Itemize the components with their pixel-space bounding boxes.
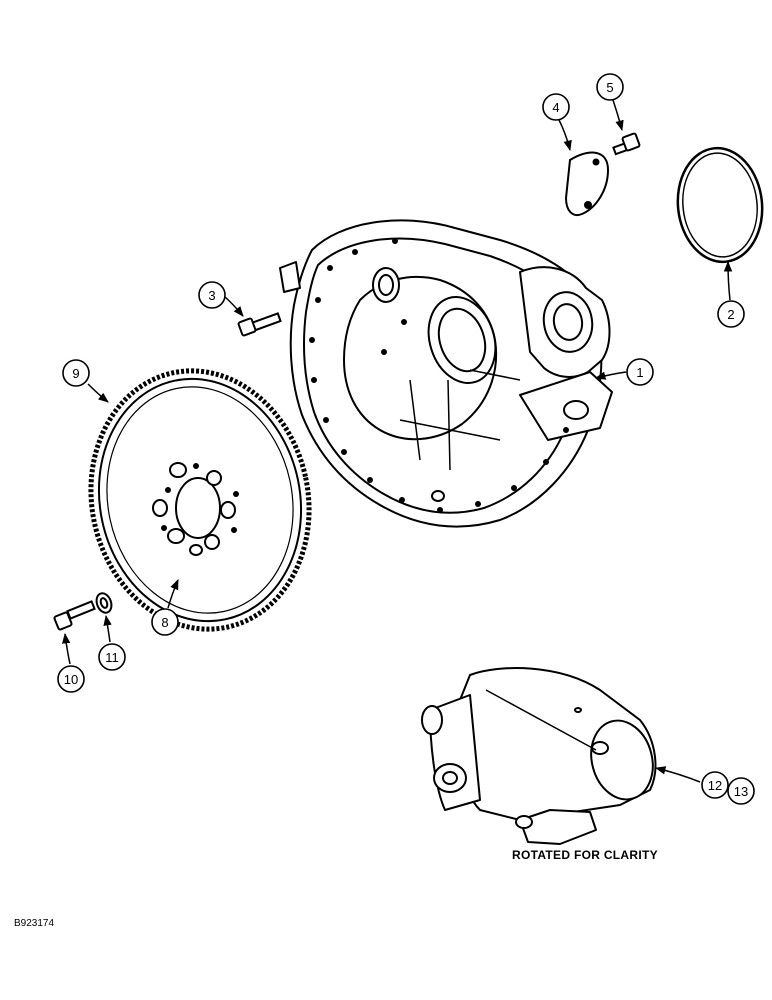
callout-8: 8 — [151, 608, 179, 636]
leader-8 — [167, 579, 179, 609]
callout-11-label: 11 — [105, 650, 119, 665]
leader-2 — [723, 260, 733, 301]
callout-3-label: 3 — [208, 288, 215, 303]
cover-bolt-drawing — [612, 132, 641, 156]
leader-10 — [62, 632, 71, 665]
cover-plate-drawing — [564, 151, 610, 216]
callout-2-label: 2 — [727, 307, 734, 322]
leader-3 — [223, 295, 244, 317]
callout-5: 5 — [596, 73, 624, 101]
callout-10: 10 — [57, 665, 85, 693]
washer-drawing — [95, 592, 113, 614]
flywheel-housing-drawing — [279, 219, 613, 528]
flywheel-drawing — [88, 368, 312, 632]
callout-5-label: 5 — [606, 80, 613, 95]
starter-motor-drawing — [421, 667, 657, 845]
leader-12 — [654, 766, 701, 783]
callout-4-label: 4 — [552, 100, 559, 115]
leader-11 — [103, 614, 112, 643]
flywheel-bolt-drawing — [53, 600, 96, 631]
callout-12-label: 12 — [708, 778, 722, 793]
callout-12: 12 — [701, 771, 729, 799]
leader-5 — [612, 99, 624, 132]
callouts: 1 2 3 4 5 8 9 10 — [57, 73, 755, 805]
callout-8-label: 8 — [161, 615, 168, 630]
callout-1: 1 — [626, 358, 654, 386]
callout-3: 3 — [198, 281, 226, 309]
housing-bolt-drawing — [237, 312, 282, 337]
o-ring-drawing — [676, 146, 764, 264]
leader-1 — [594, 371, 627, 380]
figure-id: B923174 — [14, 918, 55, 929]
callout-10-label: 10 — [64, 672, 78, 687]
callout-9: 9 — [62, 359, 90, 387]
callout-2: 2 — [717, 300, 745, 328]
callout-1-label: 1 — [636, 365, 643, 380]
leader-9 — [87, 383, 109, 403]
leader-4 — [558, 119, 572, 152]
caption-rotated-for-clarity: ROTATED FOR CLARITY — [512, 848, 658, 862]
callout-4: 4 — [542, 93, 570, 121]
leader-lines — [62, 99, 733, 783]
callout-11: 11 — [98, 643, 126, 671]
callout-9-label: 9 — [72, 366, 79, 381]
callout-13-label: 13 — [734, 784, 748, 799]
housing-bolt-holes — [309, 238, 569, 513]
callout-13: 13 — [727, 777, 755, 805]
